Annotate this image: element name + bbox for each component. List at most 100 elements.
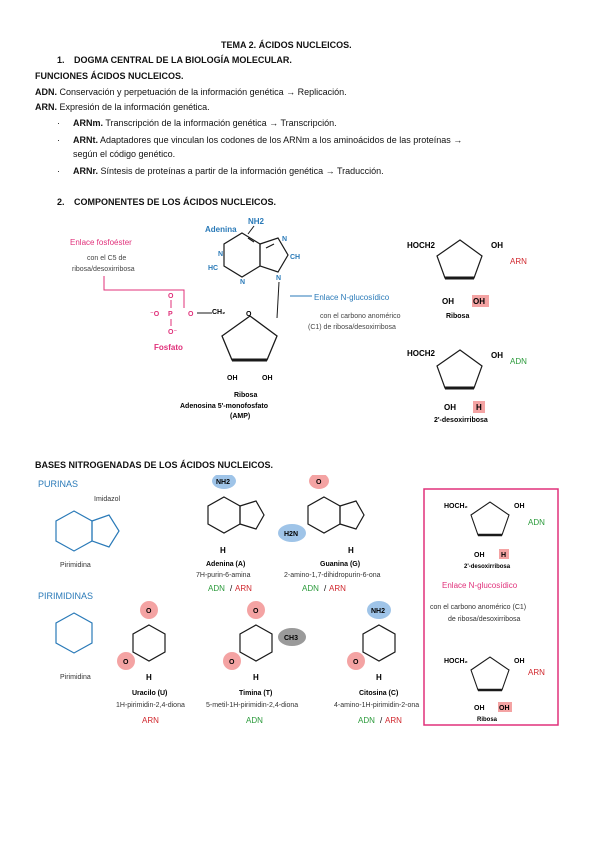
fig1-amp-1: Adenosina 5'-monofosfato — [180, 403, 268, 410]
box-desoxi-h-highlight — [499, 549, 509, 559]
pyrimidine-ring-structure — [55, 612, 93, 654]
ribose-arn-ring — [436, 239, 483, 280]
box-ribose-oh2: OH — [499, 705, 510, 712]
uracilo-o-top-highlight — [140, 601, 158, 619]
ribose-arn-hoch2: HOCH2 — [407, 241, 436, 250]
box-ribose-oh3: OH — [474, 705, 485, 712]
bullet-1-marker: · — [57, 118, 60, 128]
citosina-o-highlight — [347, 652, 365, 670]
uracilo-o-bottom-highlight — [117, 652, 135, 670]
arnr-text: Síntesis de proteínas a partir de la inf… — [100, 166, 384, 176]
fig1-ribosa: Ribosa — [234, 392, 257, 399]
guanina-arn-tag: ARN — [329, 584, 346, 593]
adenina-nh2-highlight — [212, 475, 236, 489]
bases-heading: BASES NITROGENADAS DE LOS ÁCIDOS NUCLEIC… — [35, 460, 274, 470]
ribose-oh3: OH — [227, 375, 238, 382]
fig2-imidazol: Imidazol — [94, 496, 121, 503]
section-2-title: COMPONENTES DE LOS ÁCIDOS NUCLEICOS. — [74, 197, 277, 207]
adenina-ring-structure — [207, 496, 265, 534]
bullet-arnt-cont: según el código genético. — [73, 149, 176, 159]
fig1-amp-2: (AMP) — [230, 413, 250, 420]
arnm-text: Transcripción de la información genética… — [105, 118, 337, 128]
desoxi-adn-h2: H — [476, 403, 482, 412]
fig1-enlace-fosfo: Enlace fosfoéster — [70, 238, 132, 247]
adenine-hc2: HC — [208, 265, 218, 272]
bullet-arnt: ARNt. Adaptadores que vinculan los codon… — [73, 135, 462, 146]
fig1-adn-label: ADN — [510, 357, 527, 366]
desoxi-adn-oh1: OH — [491, 351, 503, 360]
phosphate-o-bottom: O⁻ — [168, 329, 177, 336]
adenina-slash: / — [230, 584, 233, 593]
ribose-arn-oh2-highlight — [472, 295, 489, 307]
adenina-h: H — [220, 546, 226, 555]
fig1-desoxi-label: 2'-desoxirribosa — [434, 417, 488, 424]
fig1-gluco-1: con el carbono anomérico — [320, 313, 401, 320]
fig1-fosfato: Fosfato — [154, 343, 183, 352]
phosphate-p: P — [168, 311, 173, 318]
timina-o-bottom: O — [229, 659, 235, 666]
guanina-h2n: H2N — [284, 531, 298, 538]
ribose-oh2: OH — [262, 375, 273, 382]
uracilo-arn-tag: ARN — [142, 716, 159, 725]
fosfo-pointer-line — [103, 276, 185, 308]
adenine-n1: N — [218, 251, 223, 258]
fig1-ribosa-label: Ribosa — [446, 313, 469, 320]
fig1-fosfo-1: con el C5 de — [87, 255, 126, 262]
bullet-arnr: ARNr. Síntesis de proteínas a partir de … — [73, 166, 384, 177]
section-2-number: 2. — [57, 197, 65, 207]
fig2-pirimidina-2: Pirimidina — [60, 674, 91, 681]
uracilo-ring-structure — [132, 624, 166, 662]
box-desoxi-hoch2: HOCH₂ — [444, 503, 468, 510]
fig2-pirimidina-1: Pirimidina — [60, 562, 91, 569]
section-1-title: DOGMA CENTRAL DE LA BIOLOGÍA MOLECULAR. — [74, 55, 292, 65]
guanina-o-highlight — [309, 475, 329, 489]
fig2-timina-iupac: 5-metil-1H-pirimidin-2,4-diona — [206, 702, 298, 709]
fig2-enlace-2: de ribosa/desoxirribosa — [448, 616, 520, 623]
fig2-adenina-iupac: 7H-purin-6-amina — [196, 572, 251, 579]
box-ribose-ring — [470, 656, 510, 692]
fig2-desoxi-label: 2'-desoxirribosa — [464, 564, 511, 570]
arn-text: Expresión de la información genética. — [59, 102, 210, 112]
fig2-purinas: PURINAS — [38, 479, 78, 489]
timina-o-top: O — [253, 608, 259, 615]
adenina-nh2: NH2 — [216, 479, 230, 486]
box-desoxi-oh3: OH — [474, 552, 485, 559]
citosina-nh2-highlight — [367, 601, 391, 619]
desoxi-adn-oh3: OH — [444, 403, 456, 412]
desoxi-adn-ring — [436, 349, 483, 390]
fig2-uracilo-name: Uracilo (U) — [132, 690, 167, 697]
bases-figure: PURINAS Imidazol Pirimidina PIRIMIDINAS … — [34, 475, 564, 730]
citosina-ring-structure — [362, 624, 396, 662]
citosina-adn-tag: ADN — [358, 716, 375, 725]
adenina-adn-tag: ADN — [208, 584, 225, 593]
arnr-label: ARNr. — [73, 166, 99, 176]
guanina-h2n-highlight — [278, 524, 306, 542]
citosina-nh2: NH2 — [371, 608, 385, 615]
fig2-guanina-name: Guanina (G) — [320, 561, 360, 568]
box-ribose-oh1: OH — [514, 658, 525, 665]
adenine-n9: N — [276, 275, 281, 282]
ribose-ring-structure — [221, 315, 278, 362]
uracilo-o-top: O — [146, 608, 152, 615]
desoxi-adn-hoch2: HOCH2 — [407, 349, 436, 358]
arn-line: ARN. Expresión de la información genétic… — [35, 102, 210, 113]
timina-o-bottom-highlight — [223, 652, 241, 670]
timina-ch3: CH3 — [284, 635, 298, 642]
citosina-o: O — [353, 659, 359, 666]
adn-text: Conservación y perpetuación de la inform… — [59, 87, 347, 97]
fig1-arn-label: ARN — [510, 257, 527, 266]
fig2-enlace: Enlace N-glucosídico — [442, 581, 518, 590]
fig1-gluco-2: (C1) de ribosa/desoxirribosa — [308, 324, 396, 331]
section-1-number: 1. — [57, 55, 65, 65]
timina-h: H — [253, 673, 259, 682]
timina-adn-tag: ADN — [246, 716, 263, 725]
ribose-arn-oh2: OH — [473, 297, 485, 306]
box-desoxi-oh1: OH — [514, 503, 525, 510]
citosina-slash: / — [380, 716, 383, 725]
nh2-bond — [247, 225, 255, 235]
citosina-arn-tag: ARN — [385, 716, 402, 725]
adenine-n7: N — [282, 236, 287, 243]
fig2-timina-name: Timina (T) — [239, 690, 272, 697]
fig2-uracilo-iupac: 1H-pirimidin-2,4-diona — [116, 702, 185, 709]
uracilo-h: H — [146, 673, 152, 682]
